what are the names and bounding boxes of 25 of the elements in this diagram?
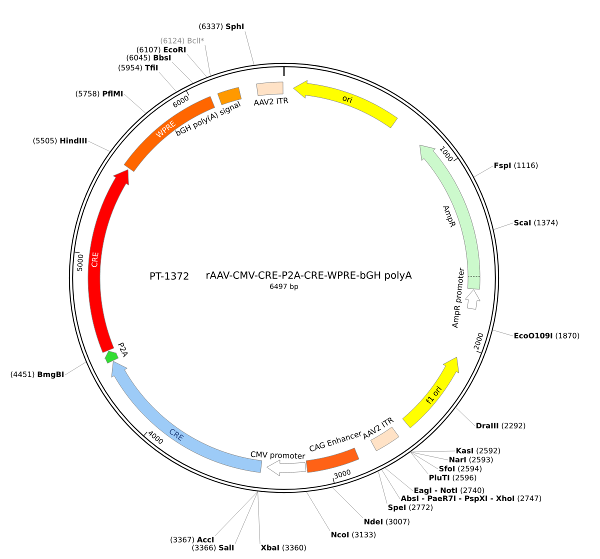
- leader-line: [410, 452, 438, 470]
- leader-line: [258, 491, 260, 544]
- leader-line: [204, 44, 211, 76]
- leader-line: [378, 471, 388, 504]
- leader-line: [410, 452, 448, 460]
- title: PT-1372: [150, 272, 188, 280]
- leader-line: [492, 330, 514, 336]
- leader-line: [186, 54, 208, 78]
- leader-line: [124, 94, 146, 114]
- leader-line: [214, 491, 258, 536]
- leader-line: [474, 166, 494, 178]
- leader-line: [88, 140, 110, 152]
- leader-line: [158, 72, 177, 92]
- leader-line: [306, 492, 330, 532]
- leader-line: [493, 222, 514, 230]
- leader-line: [456, 407, 476, 426]
- leader-line: [381, 469, 400, 500]
- leader-line: [410, 450, 456, 452]
- leader-line: [234, 491, 258, 544]
- leader-line: [332, 487, 364, 518]
- leader-line: [64, 362, 86, 376]
- leader-line: [410, 452, 428, 474]
- leader-line: [172, 62, 194, 84]
- leader-line: [244, 31, 254, 66]
- leader-line: [384, 468, 414, 492]
